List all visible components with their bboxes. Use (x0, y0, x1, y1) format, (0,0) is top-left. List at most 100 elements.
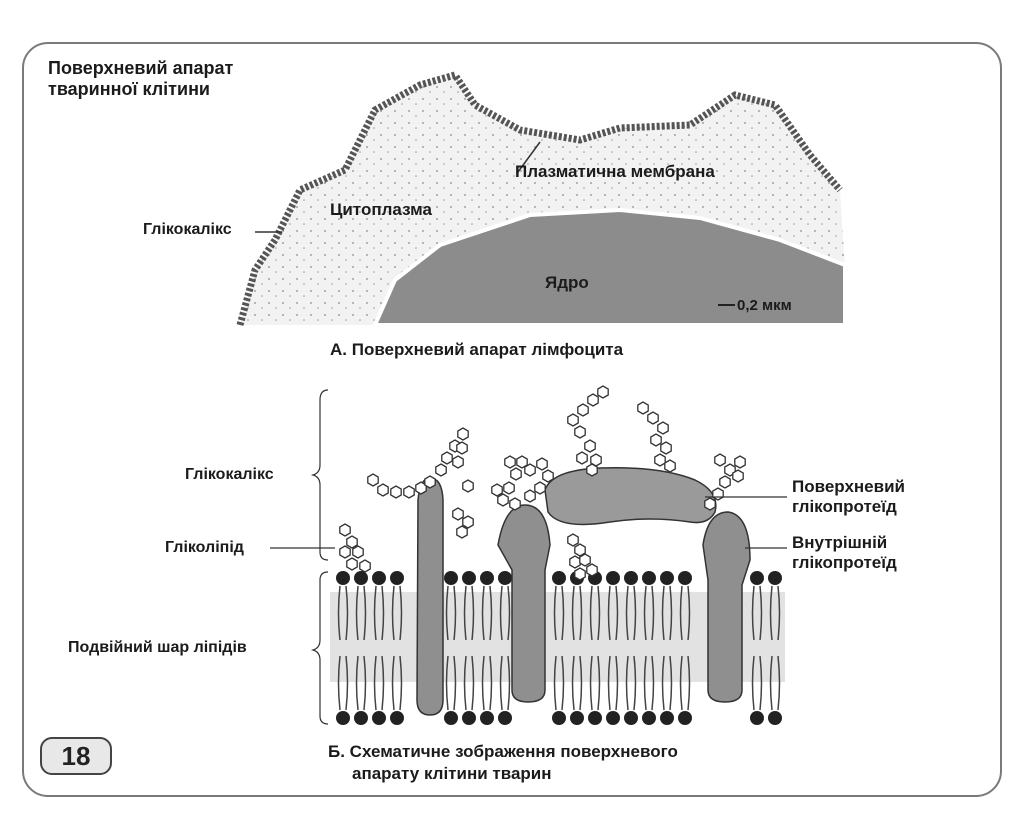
lipid-tail (345, 585, 349, 641)
lipid-tail (553, 655, 557, 711)
lipid-tail (507, 585, 511, 641)
lipid-tail (597, 585, 601, 641)
sugar-residue (574, 567, 586, 581)
lipid-tail (625, 655, 629, 711)
lipid-tail (363, 655, 367, 711)
lipid-head (678, 711, 692, 725)
nucleus (371, 207, 847, 327)
lipid-tail (453, 585, 457, 641)
lipid-head (354, 571, 368, 585)
lipid-tail (471, 585, 475, 641)
lipid-head (552, 571, 566, 585)
lipid-tail (489, 655, 493, 711)
lipid-tail (481, 655, 485, 711)
panel-b-caption-line1: Б. Схематичне зображення поверхневого (328, 742, 678, 761)
sugar-residue (586, 463, 598, 477)
lipid-head (750, 711, 764, 725)
lipid-tail (463, 655, 467, 711)
inner-glycoprotein-label-line2: глікопротеїд (792, 553, 897, 572)
lipid-tail (669, 585, 673, 641)
sugar-residue (424, 475, 436, 489)
lipid-head (606, 571, 620, 585)
lipid-head (678, 571, 692, 585)
sugar-residue (503, 481, 515, 495)
sugar-residue (536, 457, 548, 471)
lipid-tail (597, 655, 601, 711)
sugar-residue (456, 441, 468, 455)
sugar-residue (403, 485, 415, 499)
sugar-residue (452, 455, 464, 469)
lipid-head (336, 711, 350, 725)
sugar-residue (509, 497, 521, 511)
lipid-tail (579, 655, 583, 711)
lymphocyte-surface (236, 70, 847, 327)
lipid-tail (643, 585, 647, 641)
lipid-tail (391, 585, 395, 641)
lipid-tail (391, 655, 395, 711)
sugar-residue (574, 543, 586, 557)
lipid-tail (453, 655, 457, 711)
lipid-tail (463, 585, 467, 641)
sugar-residue (647, 411, 659, 425)
sugar-residue (586, 563, 598, 577)
lipid-head (606, 711, 620, 725)
sugar-residue (719, 475, 731, 489)
lipid-head (642, 711, 656, 725)
lipid-head (498, 711, 512, 725)
sugar-residue (637, 401, 649, 415)
lipid-tail (499, 585, 503, 641)
lipid-tail (777, 585, 781, 641)
sugar-residue (587, 393, 599, 407)
lipid-tail (445, 655, 449, 711)
surface-glycoprotein (544, 467, 717, 526)
lipid-tail (687, 585, 691, 641)
lipid-tail (579, 585, 583, 641)
nucleus-label: Ядро (545, 273, 589, 292)
transmembrane-protein-1 (416, 477, 444, 716)
panel-a-title: Поверхневий апарат тваринної клітини (48, 58, 234, 99)
lipid-tail (751, 585, 755, 641)
lipid-tail (759, 585, 763, 641)
sugar-residue (452, 507, 464, 521)
lipid-head (372, 711, 386, 725)
sugar-residue (534, 481, 546, 495)
sugar-residue (569, 555, 581, 569)
membrane-proteins (416, 467, 751, 716)
lipid-tail (373, 655, 377, 711)
lipid-tail (607, 585, 611, 641)
lipid-head (390, 711, 404, 725)
sugar-residue (714, 453, 726, 467)
lipid-head (660, 571, 674, 585)
lipid-tail (625, 585, 629, 641)
lipid-tail (769, 655, 773, 711)
sugar-residue (732, 469, 744, 483)
lipid-tail (661, 655, 665, 711)
sugar-residue (510, 467, 522, 481)
lipid-head (462, 571, 476, 585)
sugar-residue (542, 469, 554, 483)
lipid-head (354, 711, 368, 725)
surface-glycoprotein-label-line2: глікопротеїд (792, 497, 897, 516)
sugar-residue (712, 487, 724, 501)
scale-bar-label: 0,2 мкм (737, 297, 792, 314)
lipid-tail (355, 585, 359, 641)
label-pointers (270, 389, 787, 725)
lipid-tail (381, 585, 385, 641)
lipid-head (498, 571, 512, 585)
sugar-residue (435, 463, 447, 477)
lipid-head (768, 571, 782, 585)
lipid-tail (607, 655, 611, 711)
lipid-tail (651, 585, 655, 641)
lipid-tail (553, 585, 557, 641)
sugar-residue (524, 489, 536, 503)
sugar-residue (660, 441, 672, 455)
sugar-residue (456, 525, 468, 539)
lipid-tail (399, 655, 403, 711)
lipid-tail (589, 655, 593, 711)
lipid-tail (481, 585, 485, 641)
lipid-head (444, 571, 458, 585)
sugar-residue (497, 493, 509, 507)
lipid-head (570, 711, 584, 725)
lipid-tail (661, 585, 665, 641)
